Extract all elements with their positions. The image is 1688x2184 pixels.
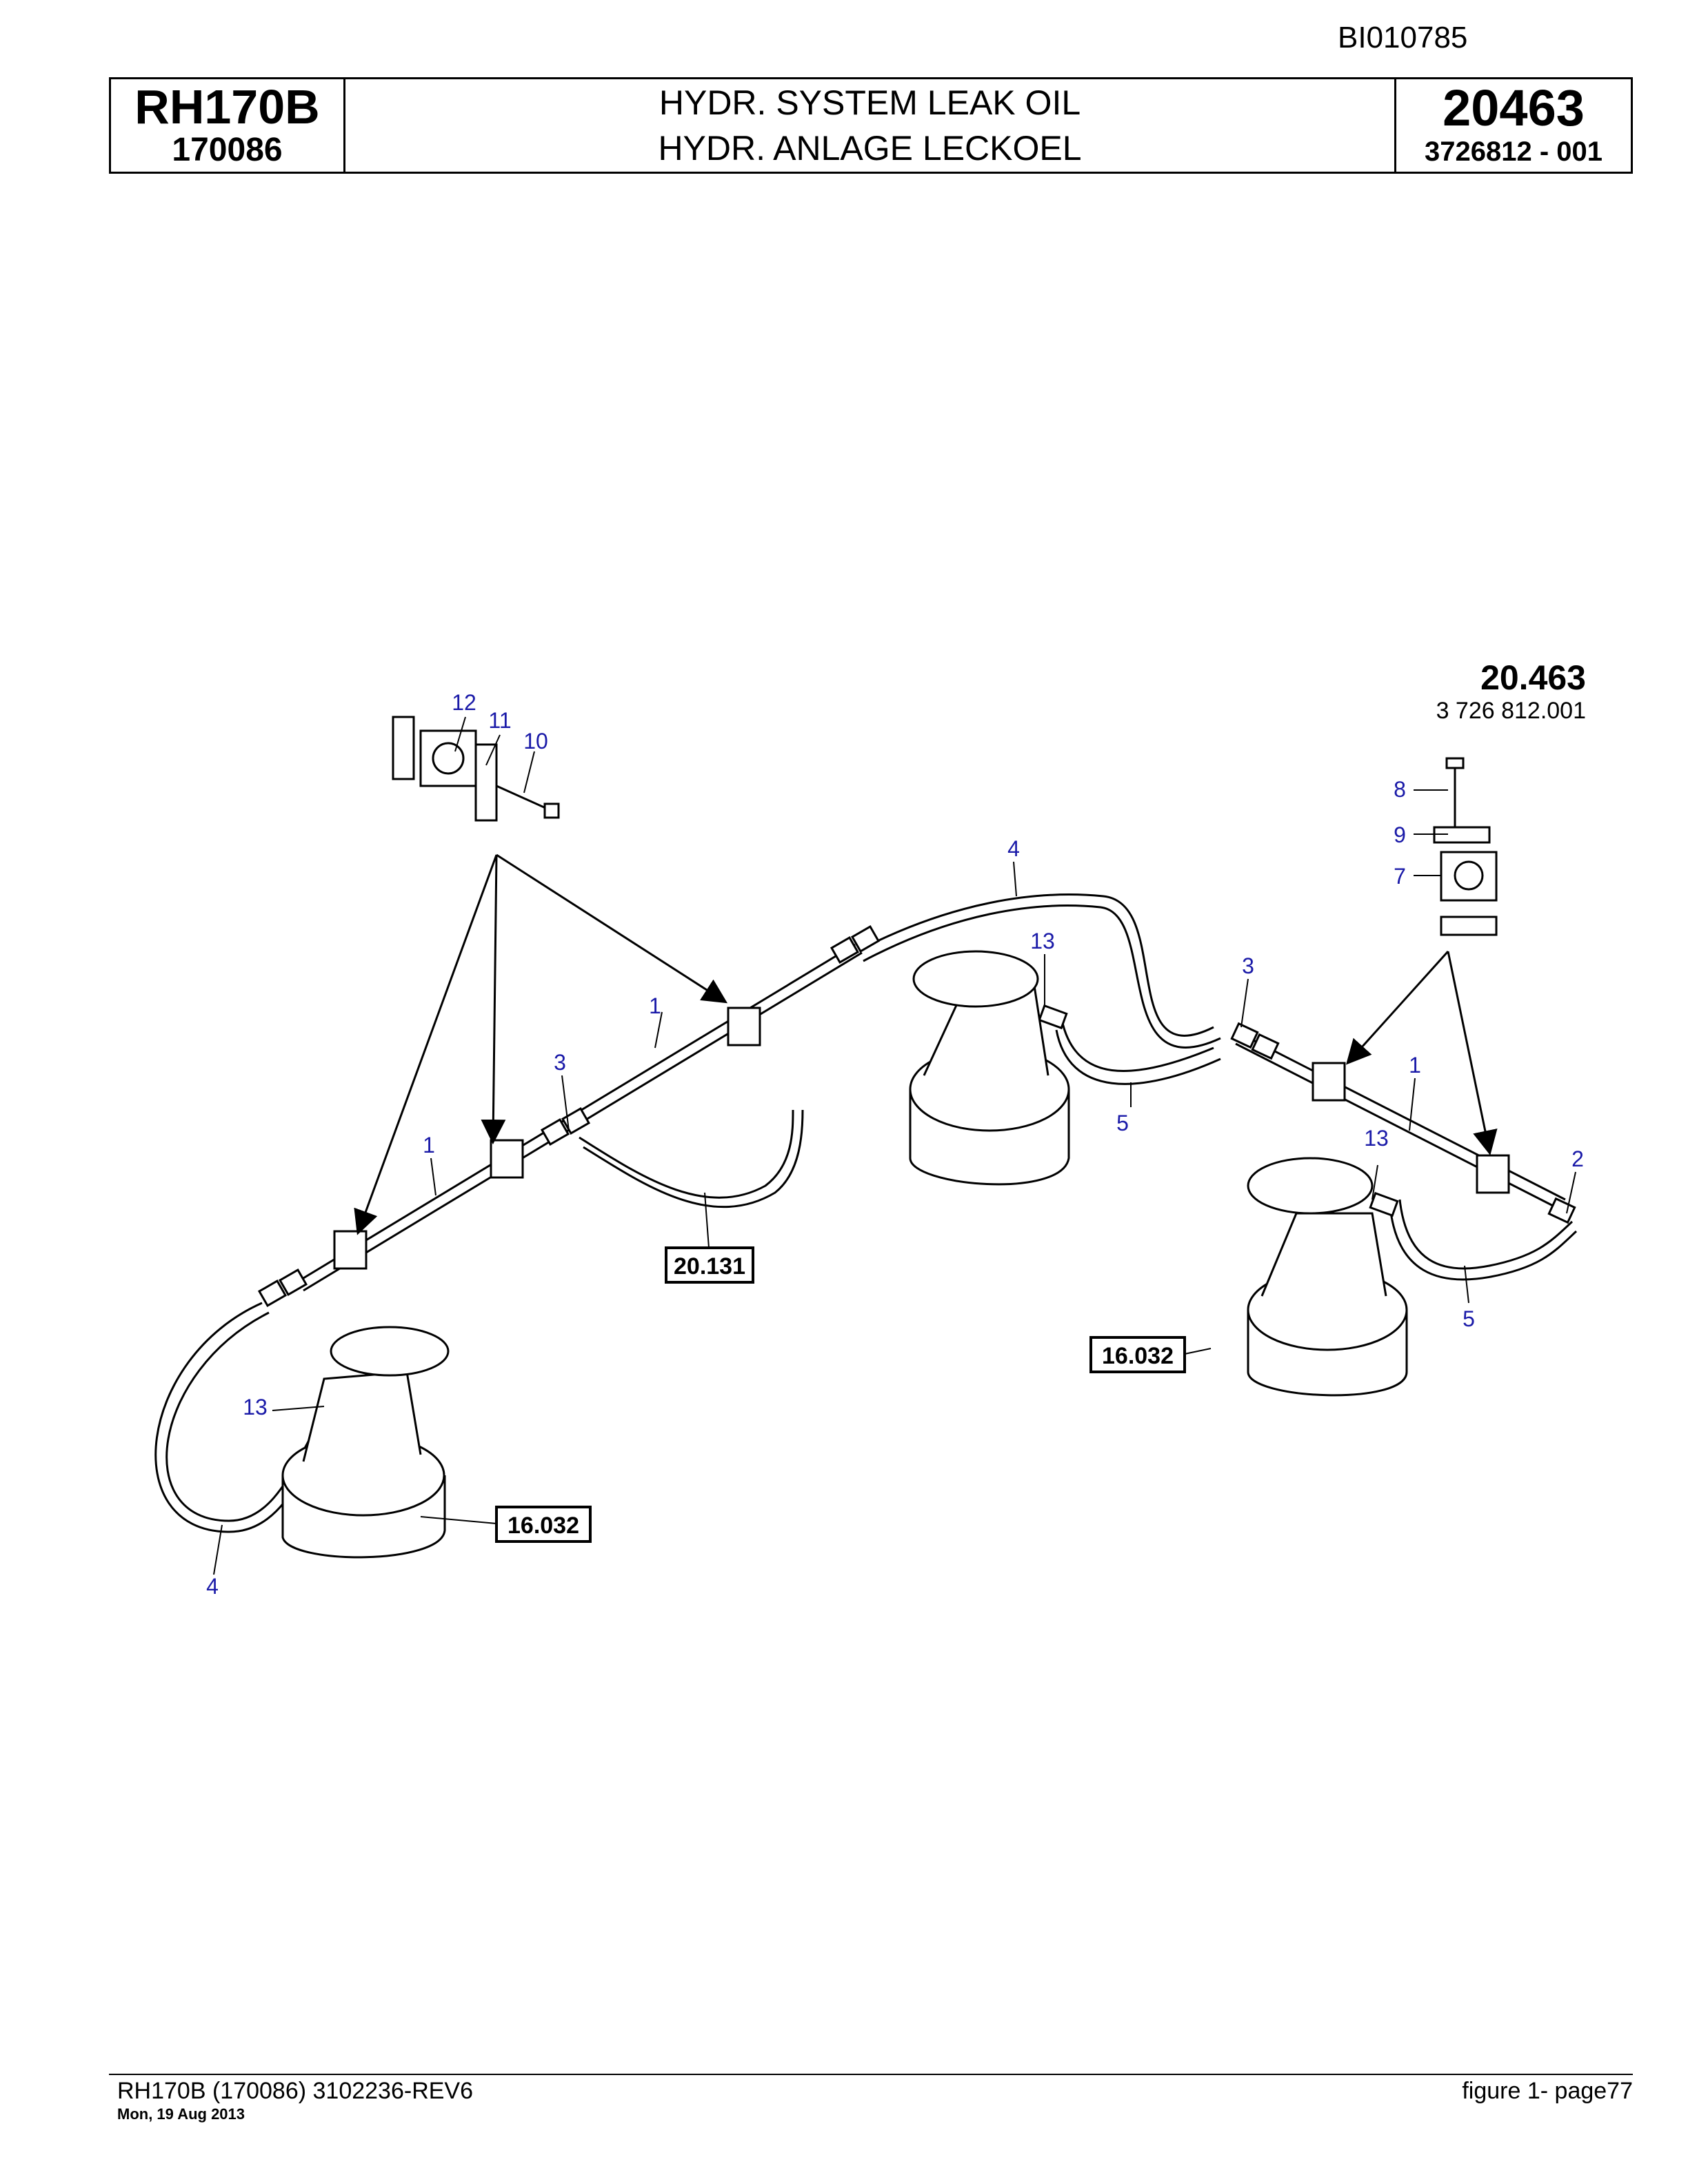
callout-2: 2 — [1571, 1146, 1584, 1171]
callout-13-center: 13 — [1030, 929, 1055, 953]
callout-13-right: 13 — [1364, 1126, 1389, 1151]
callout-10: 10 — [523, 729, 548, 754]
callout-4-left: 4 — [206, 1574, 219, 1599]
callout-1-left: 1 — [423, 1133, 435, 1157]
title-english: HYDR. SYSTEM LEAK OIL — [659, 83, 1081, 122]
group-cell: 20463 3726812 - 001 — [1396, 79, 1631, 172]
document-id: BI010785 — [1338, 21, 1468, 54]
reference-box-16032-right[interactable]: 16.032 — [1089, 1336, 1186, 1373]
clamp-kit-left — [392, 716, 560, 822]
reference-label-20131: 20.131 — [674, 1253, 745, 1280]
title-german: HYDR. ANLAGE LECKOEL — [658, 129, 1082, 168]
group-number: 20463 — [1443, 79, 1585, 136]
callout-1-right: 1 — [1409, 1053, 1421, 1078]
arrows — [354, 853, 1498, 1235]
reference-label-16032-left: 16.032 — [508, 1513, 579, 1539]
callout-11: 11 — [488, 708, 511, 733]
reference-box-16032-left[interactable]: 16.032 — [495, 1506, 592, 1543]
pipe-clamps — [333, 1007, 1510, 1270]
model-cell: RH170B 170086 — [111, 79, 345, 172]
callout-9: 9 — [1394, 822, 1406, 847]
callout-7: 7 — [1394, 864, 1406, 889]
part-number: 3726812 - 001 — [1424, 136, 1602, 167]
callout-13-left: 13 — [243, 1395, 268, 1419]
callout-5-right: 5 — [1463, 1306, 1475, 1331]
model-number: RH170B — [134, 80, 320, 134]
callout-4-top: 4 — [1007, 836, 1020, 861]
leader-lines — [213, 716, 1576, 1575]
callouts: 12 11 10 8 9 7 4 13 3 1 3 5 1 1 13 2 5 1… — [206, 690, 1584, 1599]
title-cell: HYDR. SYSTEM LEAK OIL HYDR. ANLAGE LECKO… — [345, 79, 1396, 172]
fittings — [257, 925, 1576, 1438]
callout-5-center: 5 — [1116, 1111, 1129, 1135]
callout-8: 8 — [1394, 777, 1406, 802]
footer-divider — [109, 2074, 1633, 2075]
footer-page: figure 1- page77 — [1462, 2078, 1633, 2104]
callout-3-left: 3 — [554, 1050, 566, 1075]
clamp-kit-right — [1433, 757, 1498, 936]
title-block: RH170B 170086 HYDR. SYSTEM LEAK OIL HYDR… — [109, 77, 1633, 174]
callout-1-upper: 1 — [649, 993, 661, 1018]
footer-date: Mon, 19 Aug 2013 — [117, 2105, 245, 2123]
callout-3-right: 3 — [1242, 953, 1254, 978]
hydraulic-motors — [281, 950, 1408, 1559]
serial-number: 170086 — [172, 132, 283, 168]
reference-label-16032-right: 16.032 — [1102, 1343, 1174, 1369]
hoses — [154, 893, 1578, 1533]
figure-part-ref: 3 726 812.001 — [1436, 698, 1586, 724]
footer-doc-ref: RH170B (170086) 3102236-REV6 — [117, 2078, 474, 2104]
reference-box-20131[interactable]: 20.131 — [665, 1246, 754, 1284]
callout-12: 12 — [452, 690, 476, 715]
figure-number: 20.463 — [1480, 658, 1586, 697]
